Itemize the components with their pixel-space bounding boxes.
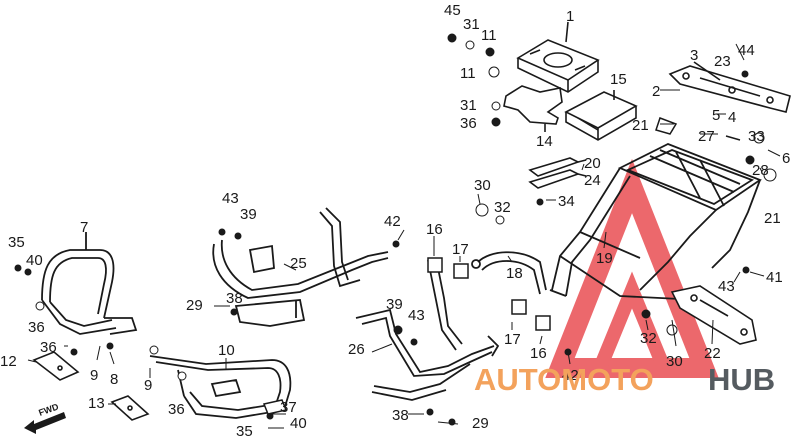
ref-label-43: 43: [408, 307, 425, 324]
ref-label-30: 30: [666, 353, 683, 370]
watermark-logo-icon: [545, 158, 719, 378]
ref-label-39: 39: [386, 296, 403, 313]
ref-label-42: 42: [562, 367, 579, 384]
part-7-guard-drawing: [41, 232, 138, 335]
ref-label-36: 36: [40, 339, 57, 356]
ref-label-17: 17: [452, 241, 469, 258]
rear-rack-frame-drawing: [549, 143, 762, 301]
small-parts-drawing: [262, 117, 741, 415]
leader-lines: [27, 43, 781, 429]
ref-label-20: 20: [584, 155, 601, 172]
ref-label-25: 25: [290, 255, 307, 272]
ref-label-21: 21: [632, 117, 649, 134]
ref-label-14: 14: [536, 133, 553, 150]
ref-label-35: 35: [236, 423, 253, 440]
ref-label-5: 5: [712, 107, 720, 124]
part-25-frame-drawing: [212, 207, 389, 327]
ref-label-31: 31: [463, 16, 480, 33]
part-26-frame-drawing: [355, 257, 500, 401]
ref-label-7: 7: [80, 219, 88, 236]
fwd-arrow-icon: FWD: [24, 401, 66, 434]
ref-label-44: 44: [738, 42, 755, 59]
ref-label-36: 36: [28, 319, 45, 336]
ref-label-22: 22: [704, 345, 721, 362]
ref-label-4: 4: [728, 109, 736, 126]
part-18-bar-drawing: [471, 251, 547, 295]
ref-label-38: 38: [226, 290, 243, 307]
ref-label-9: 9: [90, 367, 98, 384]
ref-label-1: 1: [566, 8, 574, 25]
ref-label-42: 42: [384, 213, 401, 230]
part-22-plate-drawing: [670, 285, 757, 345]
ref-label-17: 17: [504, 331, 521, 348]
ref-label-35: 35: [8, 234, 25, 251]
part-20-24-bars-drawing: [528, 157, 587, 189]
watermark-text: AUTOMOTO HUB: [474, 362, 775, 397]
ref-label-33: 33: [748, 128, 765, 145]
ref-label-28: 28: [752, 162, 769, 179]
ref-label-32: 32: [494, 199, 511, 216]
ref-label-36: 36: [168, 401, 185, 418]
ref-label-30: 30: [474, 177, 491, 194]
ref-label-16: 16: [530, 345, 547, 362]
ref-label-40: 40: [26, 252, 43, 269]
ref-label-37: 37: [280, 399, 297, 416]
ref-label-24: 24: [584, 172, 601, 189]
ref-label-38: 38: [392, 407, 409, 424]
ref-label-13: 13: [88, 395, 105, 412]
ref-label-11: 11: [481, 27, 497, 44]
ref-label-11: 11: [460, 65, 476, 82]
ref-label-29: 29: [186, 297, 203, 314]
ref-label-18: 18: [506, 265, 523, 282]
ref-label-41: 41: [766, 269, 783, 286]
watermark-part2: HUB: [708, 362, 775, 397]
watermark-part1: AUTOMOTO: [474, 362, 654, 397]
ref-label-32: 32: [640, 330, 657, 347]
part-14-bracket-drawing: [503, 85, 563, 132]
ref-label-27: 27: [698, 128, 715, 145]
ref-label-43: 43: [718, 278, 735, 295]
ref-label-2: 2: [652, 83, 660, 100]
ref-label-31: 31: [460, 97, 477, 114]
ref-label-21: 21: [764, 210, 781, 227]
part-1-tray-drawing: [516, 21, 600, 93]
ref-label-12: 12: [0, 353, 17, 370]
ref-label-10: 10: [218, 342, 235, 359]
ref-label-43: 43: [222, 190, 239, 207]
ref-label-9: 9: [144, 377, 152, 394]
ref-label-16: 16: [426, 221, 443, 238]
ref-label-23: 23: [714, 53, 731, 70]
ref-label-34: 34: [558, 193, 575, 210]
ref-label-15: 15: [610, 71, 627, 88]
ref-label-40: 40: [290, 415, 307, 432]
ref-label-6: 6: [782, 150, 790, 167]
part-15-box-drawing: [564, 90, 638, 141]
ref-label-36: 36: [460, 115, 477, 132]
ref-label-8: 8: [110, 371, 118, 388]
part-3-rail-drawing: [668, 61, 791, 113]
ref-label-19: 19: [596, 250, 613, 267]
ref-label-29: 29: [472, 415, 489, 432]
part-12-13-brackets-drawing: [32, 351, 150, 421]
ref-label-39: 39: [240, 206, 257, 223]
ref-label-45: 45: [444, 2, 461, 19]
ref-label-26: 26: [348, 341, 365, 358]
ref-label-3: 3: [690, 47, 698, 64]
